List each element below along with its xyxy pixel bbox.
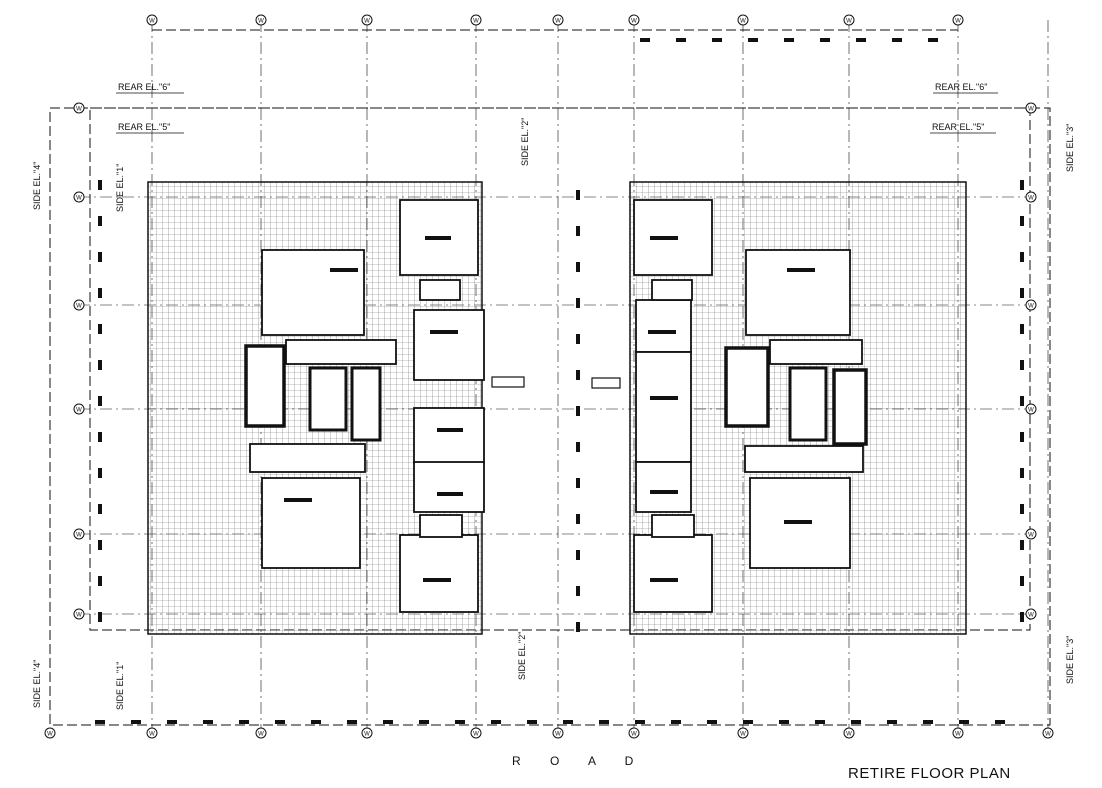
grid-bubble: W — [1025, 403, 1037, 415]
svg-text:W: W — [1028, 613, 1034, 619]
rear-el-6-right: REAR EL."6" — [935, 82, 987, 92]
svg-text:W: W — [955, 19, 961, 25]
svg-text:W: W — [1028, 408, 1034, 414]
right-rooms — [633, 199, 868, 613]
svg-text:W: W — [76, 107, 82, 113]
side-el-3-bottom: SIDE EL."3" — [1065, 636, 1075, 684]
svg-text:W: W — [955, 732, 961, 738]
grid-bubble: W — [1042, 727, 1054, 739]
svg-text:W: W — [846, 732, 852, 738]
left-rooms — [244, 199, 485, 613]
grid-bubble: W — [361, 14, 373, 26]
right-building — [591, 181, 967, 635]
grid-bubble: W — [1025, 299, 1037, 311]
left-building — [147, 181, 525, 635]
svg-text:W: W — [1045, 732, 1051, 738]
grid-bubble: W — [1025, 528, 1037, 540]
grid-bubble: W — [470, 14, 482, 26]
grid-bubble: W — [952, 14, 964, 26]
svg-text:W: W — [76, 408, 82, 414]
svg-text:W: W — [149, 732, 155, 738]
grid-bubble: W — [44, 727, 56, 739]
side-el-2-top: SIDE EL."2" — [520, 118, 530, 166]
svg-text:W: W — [740, 732, 746, 738]
side-el-2-bottom: SIDE EL."2" — [517, 632, 527, 680]
grid-bubble: W — [73, 528, 85, 540]
grid-bubble: W — [628, 727, 640, 739]
grid-bubble: W — [737, 727, 749, 739]
svg-text:W: W — [740, 19, 746, 25]
grid-bubble: W — [255, 14, 267, 26]
grid-bubble: W — [952, 727, 964, 739]
grid-bubble: W — [73, 299, 85, 311]
svg-text:W: W — [631, 19, 637, 25]
grid-bubble: W — [255, 727, 267, 739]
svg-text:W: W — [258, 19, 264, 25]
label-underlines — [116, 92, 998, 134]
svg-text:W: W — [846, 19, 852, 25]
grid-bubbles-right: W W W W W W — [1025, 102, 1037, 620]
grid-bubble: W — [737, 14, 749, 26]
elevation-labels: REAR EL."6" REAR EL."5" REAR EL."6" REAR… — [32, 82, 1075, 710]
svg-text:W: W — [473, 19, 479, 25]
svg-text:W: W — [149, 19, 155, 25]
left-fixtures — [284, 236, 525, 582]
svg-text:W: W — [1028, 107, 1034, 113]
grid-bubble: W — [146, 14, 158, 26]
site-boundary — [49, 29, 1051, 726]
grid-bubble: W — [552, 14, 564, 26]
grid-bubble: W — [146, 727, 158, 739]
svg-text:W: W — [1028, 304, 1034, 310]
rear-el-6-left: REAR EL."6" — [118, 82, 170, 92]
svg-text:W: W — [1028, 533, 1034, 539]
side-el-4-top: SIDE EL."4" — [32, 162, 42, 210]
side-el-4-bottom: SIDE EL."4" — [32, 660, 42, 708]
svg-text:W: W — [258, 732, 264, 738]
rear-el-5-right: REAR EL."5" — [932, 122, 984, 132]
grid-bubble: W — [73, 403, 85, 415]
grid-bubble: W — [843, 14, 855, 26]
svg-text:W: W — [1028, 196, 1034, 202]
road-label: R O A D — [512, 754, 647, 768]
grid-bubble: W — [73, 191, 85, 203]
svg-text:W: W — [364, 19, 370, 25]
svg-text:W: W — [76, 304, 82, 310]
svg-text:W: W — [555, 732, 561, 738]
svg-text:W: W — [473, 732, 479, 738]
grid-bubble: W — [1025, 191, 1037, 203]
side-el-1-top: SIDE EL."1" — [115, 164, 125, 212]
svg-text:W: W — [76, 533, 82, 539]
svg-text:W: W — [76, 613, 82, 619]
grid-bubble: W — [73, 102, 85, 114]
svg-text:W: W — [76, 196, 82, 202]
rear-el-5-left: REAR EL."5" — [118, 122, 170, 132]
grid-bubble: W — [1025, 608, 1037, 620]
column-marks — [95, 38, 1030, 724]
grid-bubble: W — [361, 727, 373, 739]
grid-bubble: W — [73, 608, 85, 620]
grid-bubble: W — [470, 727, 482, 739]
side-el-3-top: SIDE EL."3" — [1065, 124, 1075, 172]
plan-title: RETIRE FLOOR PLAN — [848, 765, 1011, 782]
svg-text:W: W — [555, 19, 561, 25]
side-el-1-bottom: SIDE EL."1" — [115, 662, 125, 710]
svg-text:W: W — [364, 732, 370, 738]
grid-bubble: W — [1025, 102, 1037, 114]
grid-bubble: W — [628, 14, 640, 26]
grid-bubbles-left: W W W W W W — [73, 102, 85, 620]
right-fixtures — [591, 236, 815, 582]
grid-bubble: W — [552, 727, 564, 739]
svg-text:W: W — [631, 732, 637, 738]
svg-text:W: W — [47, 732, 53, 738]
grid-bubble: W — [843, 727, 855, 739]
